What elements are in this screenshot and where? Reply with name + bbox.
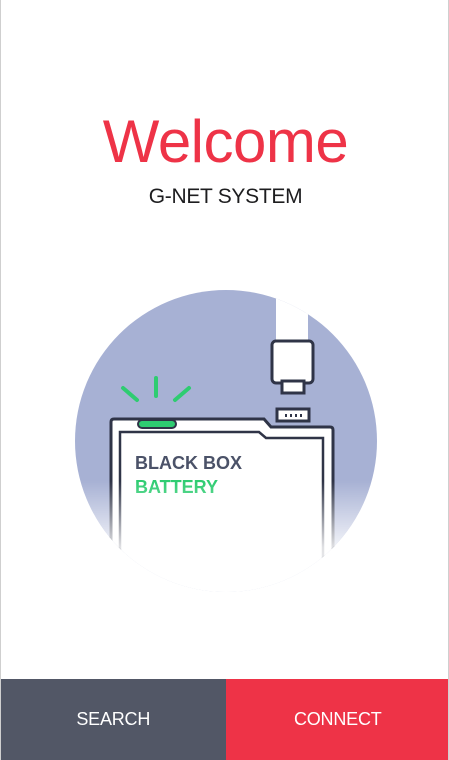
device-label-line1: BLACK BOX [135,453,242,473]
action-bar: SEARCH CONNECT [1,679,448,760]
led-indicator-icon [121,376,191,402]
device-illustration: BLACK BOX BATTERY [75,290,377,592]
page-title: Welcome [102,108,349,175]
usb-cable-icon [270,290,315,395]
search-button[interactable]: SEARCH [1,679,226,760]
connect-button[interactable]: CONNECT [225,679,448,760]
page-subtitle: G-NET SYSTEM [148,185,303,208]
